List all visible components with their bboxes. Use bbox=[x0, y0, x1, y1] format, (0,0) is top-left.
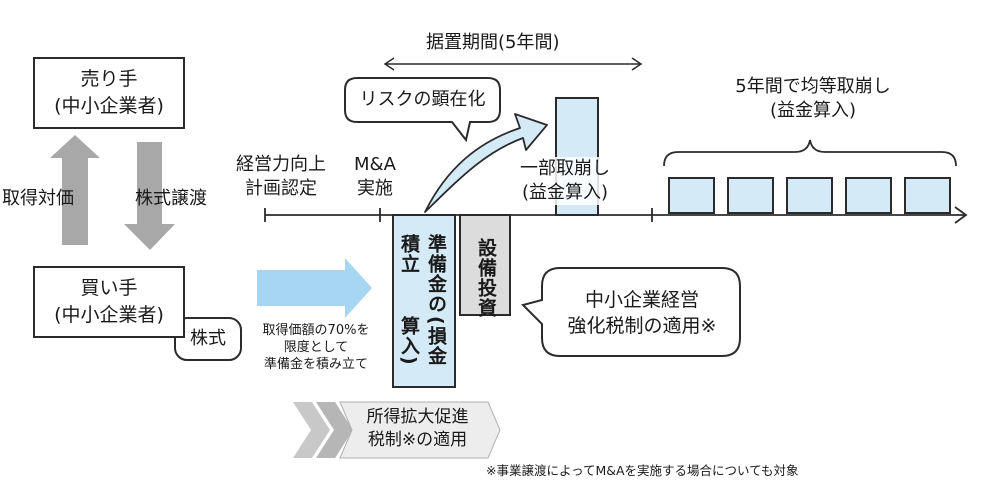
sme-callout-text: 中小企業経営 強化税制の適用※ bbox=[552, 287, 732, 339]
investment-bar bbox=[459, 214, 511, 316]
partial-reversal-line2: (益金算入) bbox=[521, 182, 609, 203]
ma-line2: 実施 bbox=[356, 178, 393, 199]
tax-banner-line2: 税制※の適用 bbox=[367, 430, 468, 450]
certification-label: 経営力向上 計画認定 bbox=[236, 153, 326, 201]
reserve-bar-line1: 準備金の積立 bbox=[398, 234, 447, 314]
share-transfer-label: 株式譲渡 bbox=[135, 188, 207, 209]
reserve-note: 取得価額の70%を 限度として 準備金を積み立て bbox=[250, 322, 382, 373]
seller-box: 売り手 (中小企業者) bbox=[33, 57, 185, 129]
stock-box bbox=[174, 317, 242, 361]
risk-arrow bbox=[424, 113, 548, 213]
reserve-bar bbox=[392, 214, 456, 388]
ma-label: M&A 実施 bbox=[354, 153, 396, 201]
reserve-bar-text: 準備金の積立 (損金算入) bbox=[396, 234, 450, 384]
seller-title: 売り手 bbox=[80, 68, 138, 90]
banner-chevron-2 bbox=[316, 402, 353, 458]
tax-banner-shape bbox=[339, 401, 501, 459]
buyer-box: 買い手 (中小企業者) bbox=[33, 266, 185, 338]
footnote: ※事業譲渡によってM&Aを実施する場合についても対象 bbox=[486, 463, 799, 478]
buyer-subtitle: (中小企業者) bbox=[54, 304, 164, 326]
ma-line1: M&A bbox=[354, 154, 396, 175]
reserve-flow-arrow bbox=[257, 258, 372, 318]
buyer-title: 買い手 bbox=[80, 277, 138, 299]
risk-callout-text: リスクの顕在化 bbox=[359, 89, 486, 110]
tax-banner-line1: 所得拡大促進 bbox=[366, 407, 469, 427]
certification-line2: 計画認定 bbox=[245, 178, 317, 199]
reversal-box-1 bbox=[668, 177, 715, 214]
sme-callout-bubble bbox=[521, 267, 741, 357]
stock-label: 株式 bbox=[190, 328, 226, 349]
equal-reversal-line1: 5年間で均等取崩し bbox=[735, 76, 891, 97]
certification-line1: 経営力向上 bbox=[236, 154, 326, 175]
reserve-bar-line2: (損金算入) bbox=[398, 316, 447, 366]
partial-reversal-line1: 一部取崩し bbox=[520, 158, 610, 179]
reserve-note-line1: 取得価額の70%を bbox=[262, 323, 370, 338]
seller-subtitle: (中小企業者) bbox=[54, 95, 164, 117]
partial-reversal-label: 一部取崩し (益金算入) bbox=[520, 157, 610, 205]
banner-chevron-1 bbox=[293, 402, 330, 458]
reserve-note-line2: 限度として bbox=[283, 340, 349, 355]
acquisition-price-arrow bbox=[50, 135, 100, 245]
reserve-note-line3: 準備金を積み立て bbox=[263, 357, 368, 372]
risk-callout-bubble bbox=[344, 77, 501, 143]
reversal-brace bbox=[663, 139, 957, 167]
tax-banner-text: 所得拡大促進 税制※の適用 bbox=[345, 406, 490, 452]
equal-reversal-label: 5年間で均等取崩し (益金算入) bbox=[718, 75, 908, 123]
reversal-box-3 bbox=[786, 177, 833, 214]
reversal-box-5 bbox=[904, 177, 951, 214]
reversal-box-4 bbox=[845, 177, 892, 214]
deferral-period-label: 据置期間(5年間) bbox=[426, 32, 560, 53]
sme-callout-line1: 中小企業経営 bbox=[584, 289, 699, 311]
investment-bar-text: 設備投資 bbox=[475, 238, 497, 318]
reversal-box-2 bbox=[727, 177, 774, 214]
share-transfer-arrow bbox=[124, 142, 175, 250]
sme-callout-line2: 強化税制の適用※ bbox=[567, 315, 717, 337]
acquisition-price-label: 取得対価 bbox=[2, 188, 74, 209]
equal-reversal-line2: (益金算入) bbox=[769, 100, 857, 121]
